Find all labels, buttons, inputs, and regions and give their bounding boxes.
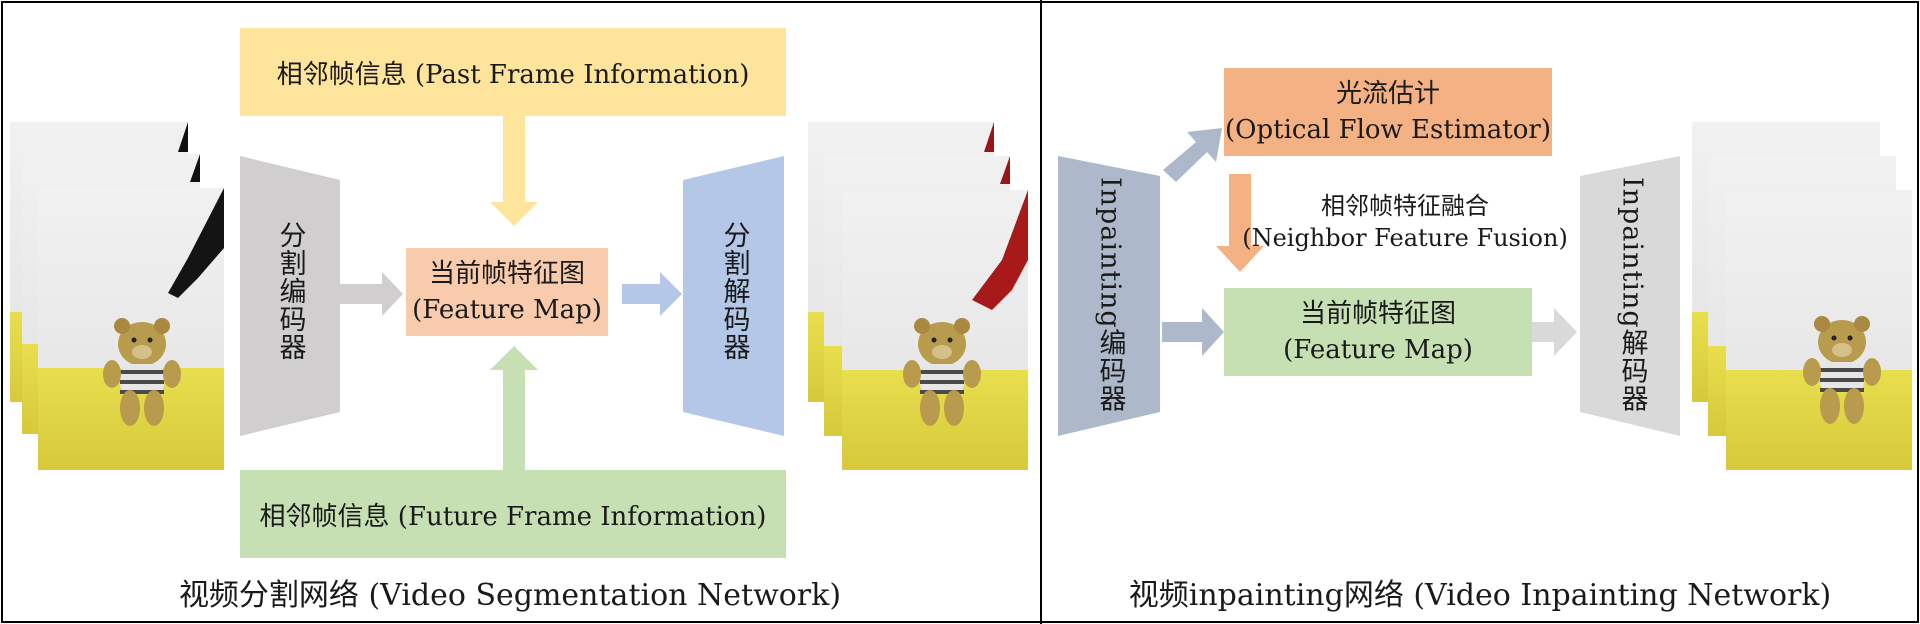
segmentation-decoder-shape	[683, 156, 784, 436]
right-caption: 视频inpainting网络 (Video Inpainting Network…	[1080, 568, 1880, 616]
neighbor-fusion-label-wrap: 相邻帧特征融合 (Neighbor Feature Fusion)	[1242, 190, 1568, 254]
optical-flow-cn-label: 光流估计	[1335, 79, 1440, 109]
inpainting-decoder-label: Inpainting解码器	[1616, 177, 1648, 413]
right-caption-text: 视频inpainting网络 (Video Inpainting Network…	[1128, 578, 1832, 613]
segmentation-decoder-label-wrap: 分割解码器	[694, 196, 774, 386]
feature-map-box-left: 当前帧特征图 (Feature Map)	[406, 248, 608, 336]
encoder-to-feature-arrow	[340, 272, 403, 316]
featuremap-to-decoder-arrow	[1532, 308, 1577, 356]
future-frame-info-label: 相邻帧信息 (Future Frame Information)	[259, 501, 767, 532]
future-info-up-arrow	[490, 346, 538, 470]
segmentation-encoder-shape	[240, 156, 340, 436]
neighbor-fusion-cn-label: 相邻帧特征融合	[1321, 192, 1489, 220]
panel-divider	[1040, 0, 1042, 624]
feature-map-right-cn-label: 当前帧特征图	[1299, 299, 1456, 329]
encoder-to-featuremap-arrow	[1162, 308, 1224, 356]
inpainting-decoder-label-wrap: Inpainting解码器	[1590, 177, 1674, 413]
neighbor-fusion-en-label: (Neighbor Feature Fusion)	[1242, 224, 1568, 252]
left-caption-text: 视频分割网络 (Video Segmentation Network)	[178, 578, 842, 613]
input-frame-stack-left	[10, 122, 224, 470]
future-frame-info-box: 相邻帧信息 (Future Frame Information)	[240, 470, 786, 558]
inpainting-encoder-label-wrap: Inpainting编码器	[1068, 177, 1152, 413]
inpainting-encoder-shape	[1058, 156, 1160, 436]
encoder-to-flow-arrow	[1163, 128, 1222, 182]
inpainting-decoder-shape	[1580, 156, 1680, 436]
feature-to-decoder-arrow	[622, 272, 682, 316]
left-caption: 视频分割网络 (Video Segmentation Network)	[60, 568, 960, 616]
inpainting-encoder-label: Inpainting编码器	[1094, 177, 1126, 413]
feature-map-cn-label: 当前帧特征图	[428, 259, 585, 289]
past-frame-info-label: 相邻帧信息 (Past Frame Information)	[276, 59, 750, 90]
feature-map-en-label: (Feature Map)	[412, 295, 602, 325]
output-frame-stack-right	[1692, 122, 1912, 470]
segmentation-decoder-label: 分割解码器	[718, 221, 750, 361]
output-frame-stack-left	[808, 122, 1028, 470]
feature-map-box-right: 当前帧特征图 (Feature Map)	[1224, 288, 1532, 376]
optical-flow-en-label: (Optical Flow Estimator)	[1225, 115, 1551, 145]
feature-map-right-en-label: (Feature Map)	[1283, 335, 1473, 365]
past-info-down-arrow	[490, 116, 538, 226]
optical-flow-box: 光流估计 (Optical Flow Estimator)	[1224, 68, 1552, 156]
segmentation-encoder-label: 分割编码器	[274, 221, 306, 361]
segmentation-encoder-label-wrap: 分割编码器	[250, 196, 330, 386]
flow-to-featuremap-arrow	[1216, 174, 1264, 272]
past-frame-info-box: 相邻帧信息 (Past Frame Information)	[240, 28, 786, 116]
